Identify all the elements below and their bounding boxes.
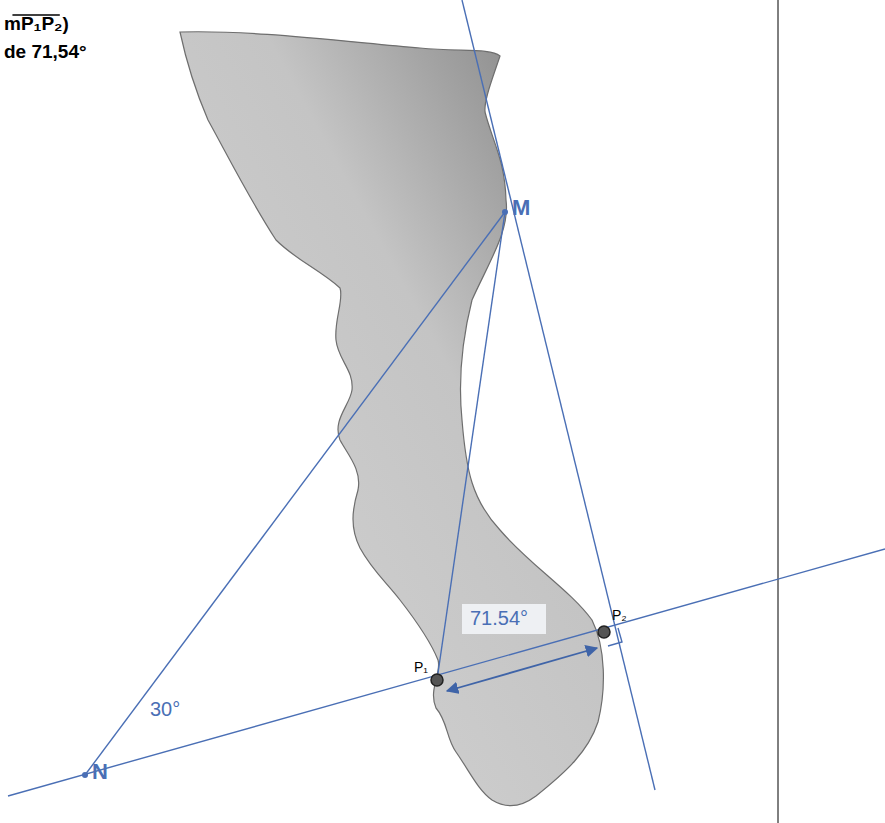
point-label: P₁ — [414, 660, 428, 675]
point-p1 — [431, 674, 443, 686]
label-patch — [462, 604, 546, 634]
land-shape — [180, 32, 603, 806]
heading-fragment: de 71,54° — [4, 42, 87, 63]
point-p2 — [598, 626, 610, 638]
line-m-n — [85, 212, 505, 775]
panel-border — [778, 0, 779, 823]
point-label: N — [92, 760, 108, 784]
construction-lines — [8, 0, 885, 796]
point-n — [82, 772, 88, 778]
distance-arrow — [447, 648, 597, 691]
heading-fragment: mP₁P₂) — [4, 14, 69, 35]
point-label: P₂ — [612, 608, 627, 623]
perpendicular-line — [462, 0, 655, 790]
angle-label: 30° — [150, 698, 180, 720]
point-label: M — [512, 196, 530, 220]
base-line — [8, 549, 885, 796]
point-m — [502, 209, 508, 215]
angle-label: 71.54° — [470, 607, 528, 629]
